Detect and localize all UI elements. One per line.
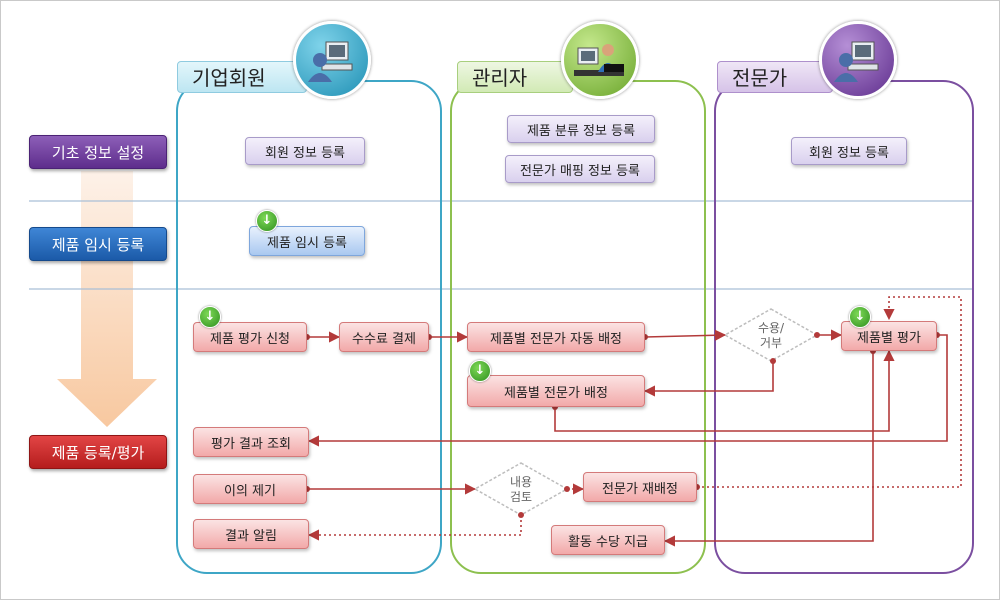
stage-temp-registration: 제품 임시 등록 [29,227,167,261]
accept-reject-label: 수용/ 거부 [757,321,785,350]
lane-title-admin: 관리자 [457,61,573,93]
lane-title-expert: 전문가 [717,61,833,93]
download-icon: ↓ [199,306,221,328]
result-notice[interactable]: 결과 알림 [193,519,309,549]
stage-registration-evaluation: 제품 등록/평가 [29,435,167,469]
temp-register[interactable]: 제품 임시 등록 [249,226,365,256]
expert-mapping-register[interactable]: 전문가 매핑 정보 등록 [505,155,655,183]
activity-pay[interactable]: 활동 수당 지급 [551,525,665,555]
download-icon: ↓ [469,360,491,382]
conn-reassign-to-eval [697,296,962,488]
member-info-register[interactable]: 회원 정보 등록 [245,137,365,165]
conn-eval-to-pay [663,351,874,547]
conn-eval-to-result [307,334,948,447]
content-review-label: 내용 검토 [509,475,533,504]
expert-reassign[interactable]: 전문가 재배정 [583,472,697,502]
eval-request[interactable]: 제품 평가 신청 [193,322,307,352]
computer-user-icon [293,21,371,99]
download-icon: ↓ [256,210,278,232]
stage-basic-setup: 기초 정보 설정 [29,135,167,169]
fee-payment[interactable]: 수수료 결제 [339,322,429,352]
conn-manual-to-eval [554,349,895,432]
product-class-register[interactable]: 제품 분류 정보 등록 [507,115,655,143]
auto-assign[interactable]: 제품별 전문가 자동 배정 [467,322,645,352]
conn-review-to-notice [307,515,522,541]
result-view[interactable]: 평가 결과 조회 [193,427,309,457]
stage-progress-arrow [57,171,157,427]
lane-title-member: 기업회원 [177,61,307,93]
manual-assign[interactable]: 제품별 전문가 배정 [467,375,645,407]
expert-info-register[interactable]: 회원 정보 등록 [791,137,907,165]
conn-auto-to-decision [644,329,727,341]
admin-workstation-icon [561,21,639,99]
download-icon: ↓ [849,306,871,328]
conn-decision-to-manual [643,361,774,397]
computer-user-icon [819,21,897,99]
objection[interactable]: 이의 제기 [193,474,307,504]
